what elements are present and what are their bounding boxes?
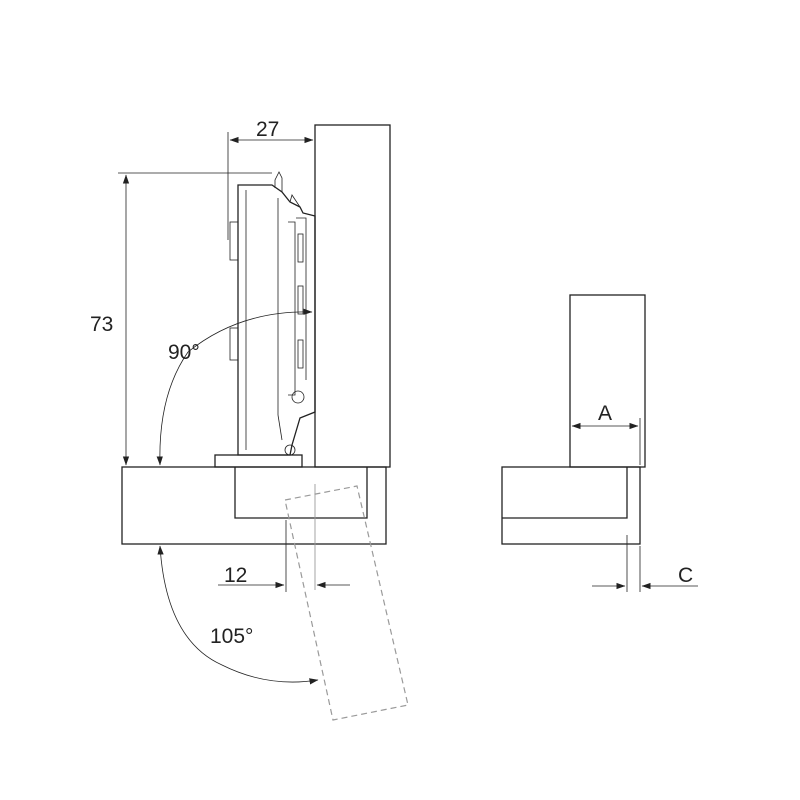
door-open-position: [284, 485, 409, 721]
opening-angle-closed: 90°: [156, 308, 313, 466]
angle-open-label: 105°: [210, 625, 253, 648]
dimension-depth-label: 27: [256, 118, 279, 141]
cabinet-recess-detail: [502, 467, 628, 519]
hinge-body: [214, 171, 316, 468]
angle-closed-label: 90°: [168, 341, 200, 364]
dimension-a-label: A: [598, 402, 612, 425]
right-view: A C: [501, 294, 698, 592]
hinge-cup-recess: [234, 467, 368, 519]
left-view: 27 73 90° 12 105°: [90, 118, 409, 721]
dimension-c: C: [592, 535, 698, 592]
dimension-height: 73: [90, 172, 272, 466]
mounting-plate: [214, 454, 303, 468]
dimension-c-label: C: [678, 564, 693, 587]
dimension-depth: 27: [227, 118, 314, 240]
opening-angle-open: 105°: [157, 545, 319, 685]
cabinet-side-detail: [501, 466, 641, 545]
door-panel-detail: [569, 294, 646, 468]
dimension-offset-label: 12: [224, 564, 247, 587]
dimension-a: A: [571, 402, 641, 465]
cabinet-side-panel: [121, 466, 387, 545]
door-panel: [314, 124, 391, 468]
dimension-offset: 12: [218, 520, 350, 592]
dimension-height-label: 73: [90, 313, 113, 336]
